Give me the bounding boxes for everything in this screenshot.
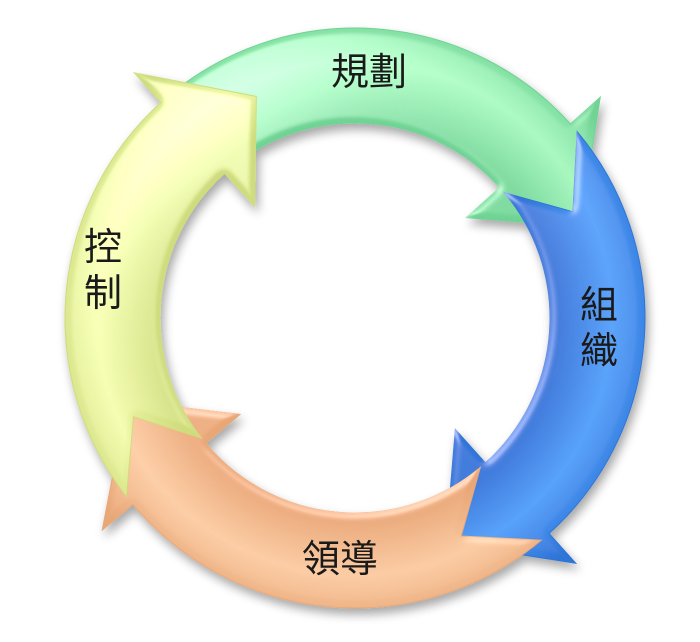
arrow-organizing [445, 130, 646, 564]
stage-label-text: 控制 [84, 225, 122, 315]
stage-label-text: 組織 [580, 283, 618, 373]
arrow-planning [167, 27, 601, 228]
stage-label-controlling: 控制 [84, 225, 122, 315]
arrow-controlling [64, 71, 257, 498]
arrow-leading [101, 400, 543, 609]
stage-label-organizing: 組織 [580, 283, 618, 373]
stage-label-leading: 領導 [302, 537, 378, 581]
stage-label-planning: 規劃 [331, 50, 407, 94]
